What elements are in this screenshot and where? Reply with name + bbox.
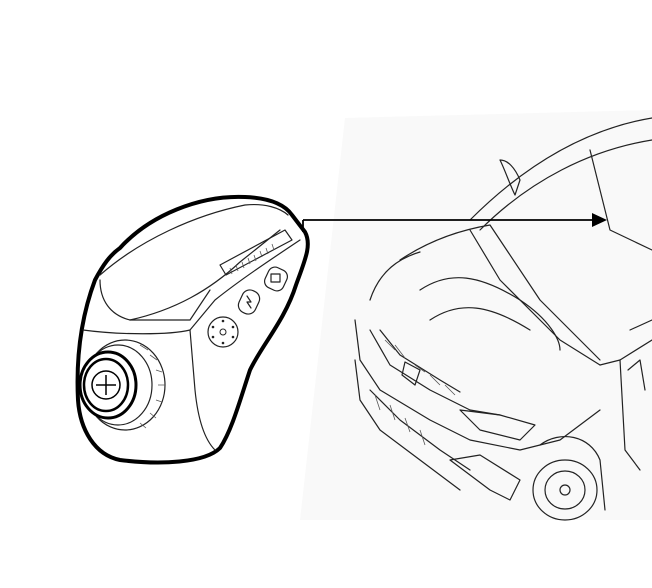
dashcam-icon <box>75 194 310 465</box>
microphone-grille <box>207 316 239 348</box>
camera-lens-icon <box>78 339 166 431</box>
mode-button <box>263 266 289 292</box>
car-icon <box>354 117 652 521</box>
car-backdrop <box>300 110 652 520</box>
power-button <box>237 289 261 315</box>
